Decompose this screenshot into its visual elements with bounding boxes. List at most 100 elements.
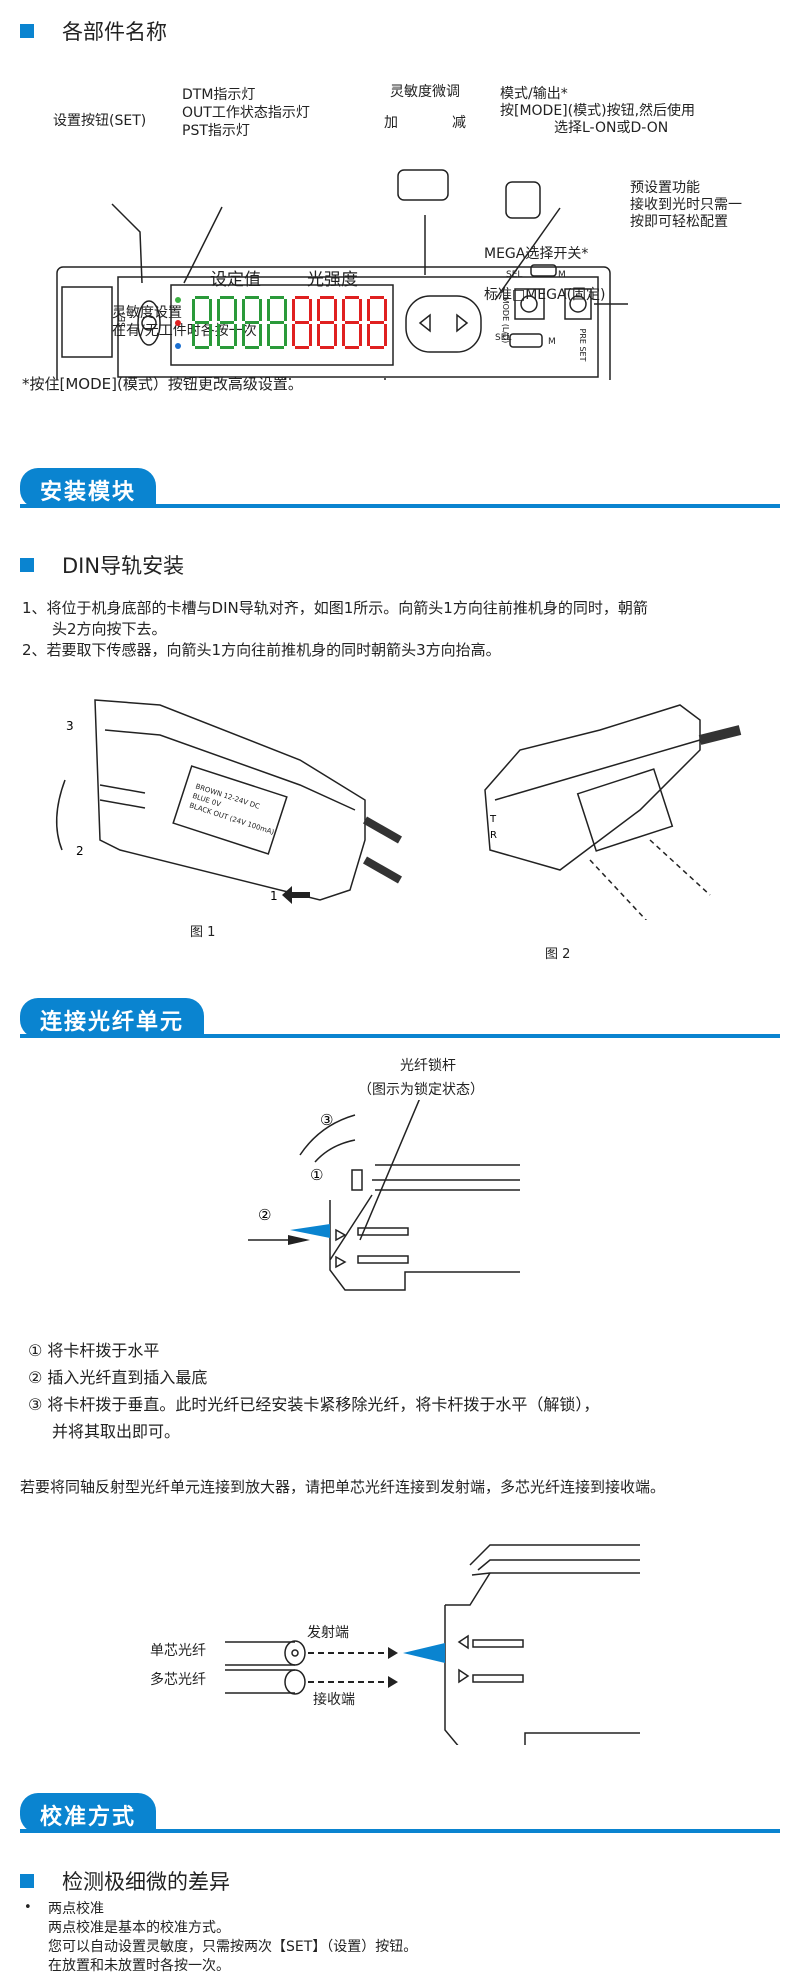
amplifier-front-diagram: SET SEL M MODE (L/D) PRE SET	[56, 169, 628, 380]
display-segment	[370, 321, 384, 324]
label-indicators: DTM指示灯 OUT工作状态指示灯 PST指示灯	[182, 86, 310, 140]
device-mode-label: MODE (L/D)	[501, 297, 510, 344]
display-segment	[370, 346, 384, 349]
display-segment	[259, 299, 262, 321]
display-segment	[320, 296, 334, 299]
display-segment	[209, 324, 212, 346]
display-segment	[384, 299, 387, 321]
preset-line: 接收到光时只需一	[630, 197, 742, 213]
fiber-insert-diagram-body: ②	[248, 1200, 520, 1291]
display-segment	[217, 324, 220, 346]
display-segment	[295, 296, 309, 299]
display-segment	[334, 299, 337, 321]
sens-line: 在有/无工件时各按一次	[112, 323, 257, 339]
display-segment	[234, 324, 237, 346]
display-segment	[242, 324, 245, 346]
bullet-dot: •	[24, 1900, 32, 1915]
mark-1: ①	[310, 1166, 323, 1184]
display-segment	[195, 346, 209, 349]
receive-label: 接收端	[313, 1692, 355, 1708]
calib-line: 两点校准	[48, 1901, 104, 1917]
display-segment	[295, 321, 309, 324]
step-line: 2、若要取下传感器，向箭头1方向往前推机身的同时朝箭头3方向抬高。	[22, 641, 501, 659]
label-out: OUT工作状态指示灯	[182, 105, 310, 121]
display-segment	[284, 324, 287, 346]
display-segment	[270, 321, 284, 324]
display-segment	[220, 321, 234, 324]
coaxial-fiber-diagram	[225, 1544, 640, 1745]
label-minus: 减	[452, 115, 466, 131]
display-segment	[317, 324, 320, 346]
arrow-1-icon	[282, 886, 310, 904]
mode-line: 模式/输出*	[500, 86, 568, 102]
display-segment	[209, 299, 212, 321]
section-heading-parts: 各部件名称	[20, 16, 167, 46]
display-segment	[370, 296, 384, 299]
display-segment	[292, 299, 295, 321]
pst-led-icon	[175, 343, 181, 349]
heading-text: 检测极细微的差异	[62, 1870, 230, 1894]
label-plus: 加	[384, 115, 398, 131]
fiber-step: ② 插入光纤直到插入最底	[28, 1368, 208, 1387]
calib-line: 两点校准是基本的校准方式。	[48, 1920, 230, 1936]
arrow-label: 3	[66, 719, 74, 733]
fiber-step: ③ 将卡杆拨于垂直。此时光纤已经安装卡紧移除光纤，将卡杆拨于水平（解锁），	[28, 1395, 600, 1414]
display-segment	[367, 324, 370, 346]
display-segment	[259, 324, 262, 346]
label-mega: MEGA选择开关*	[484, 246, 589, 262]
light-beam-icon	[290, 1224, 330, 1238]
mark-3: ③	[320, 1111, 333, 1129]
display-segment	[217, 299, 220, 321]
display-segment	[284, 299, 287, 321]
arrow-label: 2	[76, 844, 84, 858]
display-segment	[192, 299, 195, 321]
mega-m: M	[558, 270, 566, 280]
display-segment	[220, 346, 234, 349]
display-segment	[267, 299, 270, 321]
label-dtm: DTM指示灯	[182, 87, 256, 103]
banner-calibration: 校准方式	[20, 1793, 157, 1833]
display-segment	[234, 299, 237, 321]
banner-line	[20, 1829, 780, 1833]
fiber-step: 并将其取出即可。	[52, 1422, 181, 1441]
bullet-square-icon	[20, 558, 34, 572]
t-label: T	[489, 814, 497, 825]
footnote: *按住[MODE](模式）按钮更改高级设置。	[22, 375, 303, 393]
section-heading-calib: 检测极细微的差异	[20, 1866, 230, 1896]
mode-line: 按[MODE](模式)按钮,然后使用	[500, 103, 696, 119]
install-steps: 1、将位于机身底部的卡槽与DIN导轨对齐，如图1所示。向箭头1方向往前推机身的同…	[22, 598, 648, 661]
display-segment	[192, 324, 195, 346]
device-preset-label: PRE SET	[578, 329, 587, 362]
display-segment	[270, 346, 284, 349]
display-segment	[295, 346, 309, 349]
display-segment	[309, 324, 312, 346]
display-segment	[359, 299, 362, 321]
multi-core-label: 多芯光纤	[150, 1672, 206, 1688]
display-segment	[195, 321, 209, 324]
display-segment	[320, 346, 334, 349]
display-segment	[320, 321, 334, 324]
banner-line	[20, 1034, 780, 1038]
display-segment	[270, 296, 284, 299]
display-segment	[309, 299, 312, 321]
display-segment	[245, 321, 259, 324]
lever-label: 光纤锁杆	[400, 1058, 456, 1074]
display-segment	[292, 324, 295, 346]
display-segment	[345, 346, 359, 349]
heading-text: 各部件名称	[62, 20, 167, 44]
fig2-caption: 图 2	[545, 947, 571, 962]
din-rail-figures: 1 2 3 BROWN 12-24V DC BLUE 0V BLACK OUT …	[55, 699, 742, 920]
label-sensitivity: 灵敏度设置 在有/无工件时各按一次	[112, 304, 257, 340]
dtm-led-icon	[175, 297, 181, 303]
emit-label: 发射端	[307, 1625, 349, 1641]
label-preset: 预设置功能 接收到光时只需一 按即可轻松配置	[630, 180, 742, 231]
label-set-button: 设置按钮(SET)	[53, 113, 147, 129]
label-mode-output: 模式/输出* 按[MODE](模式)按钮,然后使用 选择L-ON或D-ON	[500, 86, 695, 137]
device-m-label: M	[548, 337, 556, 347]
bullet-square-icon	[20, 24, 34, 38]
display-segment	[242, 299, 245, 321]
out-led-icon	[175, 320, 181, 326]
display-segment	[367, 299, 370, 321]
preset-line: 按即可轻松配置	[630, 214, 728, 230]
heading-text: DIN导轨安装	[62, 554, 185, 578]
